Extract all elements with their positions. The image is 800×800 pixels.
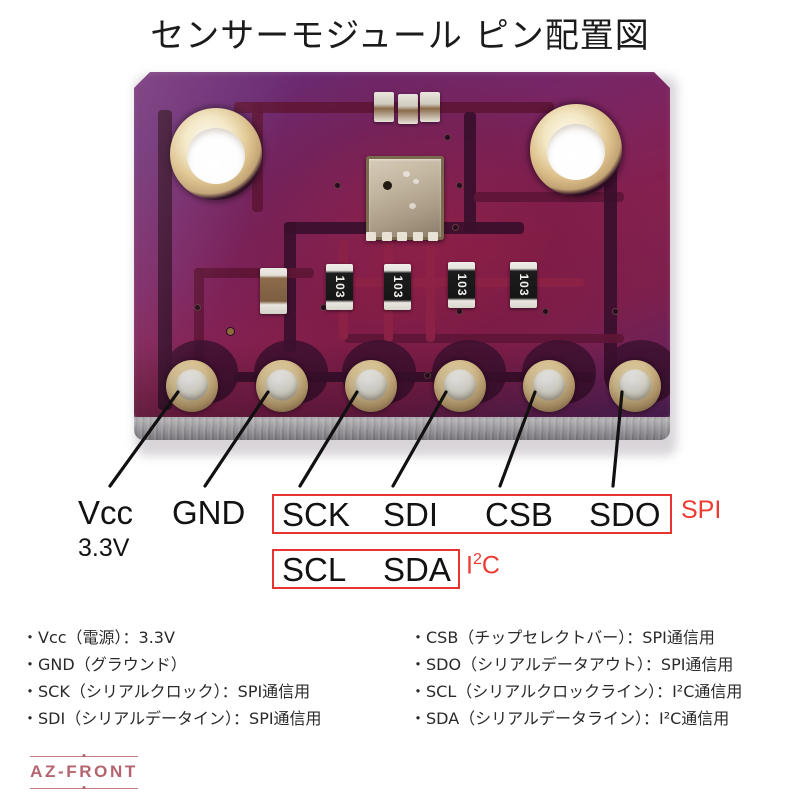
pcb-trace	[464, 112, 476, 232]
sensor-chip	[366, 156, 444, 240]
sensor-port-hole	[383, 181, 392, 190]
pcb-via-gold	[227, 328, 234, 335]
pin-pad-5	[523, 360, 575, 412]
resistor-code: 103	[454, 273, 469, 297]
smd-capacitor-main	[260, 268, 287, 314]
sensor-chip-pads	[366, 232, 438, 242]
mounting-hole-right	[530, 104, 622, 196]
description-item: ・SCL（シリアルクロックライン）：I²C通信用	[410, 682, 743, 701]
pin-label-sda: SDA	[383, 551, 451, 588]
pcb-trace	[194, 268, 204, 378]
pcb-via	[194, 304, 201, 311]
pin-sublabel-vcc-voltage: 3.3V	[78, 534, 130, 562]
pin-pad-1	[166, 360, 218, 412]
logo-text: AZ-FRONT	[30, 762, 138, 781]
description-item: ・SCK（シリアルクロック）：SPI通信用	[22, 682, 311, 701]
pcb-trace	[604, 132, 617, 382]
resistor-code: 103	[516, 273, 531, 297]
description-list-left: ・Vcc（電源）：3.3V ・GND（グラウンド） ・SCK（シリアルクロック）…	[22, 624, 322, 732]
description-item: ・SDI（シリアルデータイン）：SPI通信用	[22, 709, 322, 728]
spi-bus-label: SPI	[681, 496, 722, 524]
description-item: ・GND（グラウンド）	[22, 655, 187, 674]
pcb-via	[334, 182, 341, 189]
resistor-code: 103	[332, 275, 347, 299]
pcb-via	[320, 304, 327, 311]
sensor-module-photo: 103 103 103 103	[120, 58, 680, 456]
logo-rule-top	[22, 752, 146, 761]
pcb-trace	[158, 110, 172, 410]
description-item: ・Vcc（電源）：3.3V	[22, 628, 175, 647]
mounting-hole-bore	[187, 128, 245, 184]
pcb-trace	[344, 334, 624, 343]
pin-label-scl: SCL	[282, 551, 347, 588]
pcb-trace	[474, 192, 624, 202]
page-title: センサーモジュール ピン配置図	[150, 16, 650, 56]
pcb-board: 103 103 103 103	[134, 72, 670, 417]
description-list-right: ・CSB（チップセレクトバー）：SPI通信用 ・SDO（シリアルデータアウト）：…	[410, 624, 742, 732]
pin-pad-4	[434, 360, 486, 412]
pcb-via	[612, 308, 619, 315]
i2c-bus-label: I2C	[466, 551, 500, 580]
i2c-group-box	[272, 549, 460, 589]
pcb-via	[444, 134, 451, 141]
pin-label-vcc: Vcc	[78, 494, 134, 531]
pcb-via	[424, 372, 431, 379]
pin-label-csb: CSB	[485, 496, 553, 533]
pcb-via	[456, 182, 463, 189]
pin-pad-2	[256, 360, 308, 412]
smd-resistor: 103	[326, 264, 353, 310]
logo-rule-bottom	[22, 784, 146, 793]
smd-resistor: 103	[448, 262, 475, 308]
description-item: ・SDA（シリアルデータライン）：I²C通信用	[410, 709, 730, 728]
pin-pad-6	[609, 360, 661, 412]
smd-capacitor	[398, 94, 418, 124]
smd-capacitor	[374, 92, 394, 122]
pcb-via	[456, 308, 463, 315]
pin-pad-3	[345, 360, 397, 412]
description-item: ・CSB（チップセレクトバー）：SPI通信用	[410, 628, 715, 647]
pcb-trace	[194, 268, 314, 278]
pin-label-sdi: SDI	[383, 496, 439, 533]
spi-group-box	[272, 494, 672, 534]
smd-resistor: 103	[384, 264, 411, 310]
sensor-mark	[409, 203, 416, 209]
mounting-hole-left	[170, 108, 262, 200]
az-front-logo: AZ-FRONT	[22, 752, 146, 793]
pcb-trace	[426, 242, 435, 342]
description-item: ・SDO（シリアルデータアウト）：SPI通信用	[410, 655, 734, 674]
smd-resistor: 103	[510, 262, 537, 308]
smd-capacitor	[420, 92, 440, 122]
sensor-mark	[413, 179, 419, 184]
pcb-via	[542, 308, 549, 315]
resistor-code: 103	[390, 275, 405, 299]
pin-label-sdo: SDO	[589, 496, 661, 533]
pcb-via	[452, 224, 459, 231]
mounting-hole-bore	[547, 124, 605, 180]
pin-label-sck: SCK	[282, 496, 350, 533]
pcb-trace	[284, 222, 296, 352]
sensor-mark	[403, 171, 410, 177]
pcb-trace	[234, 102, 554, 113]
pin-label-gnd: GND	[172, 494, 246, 531]
